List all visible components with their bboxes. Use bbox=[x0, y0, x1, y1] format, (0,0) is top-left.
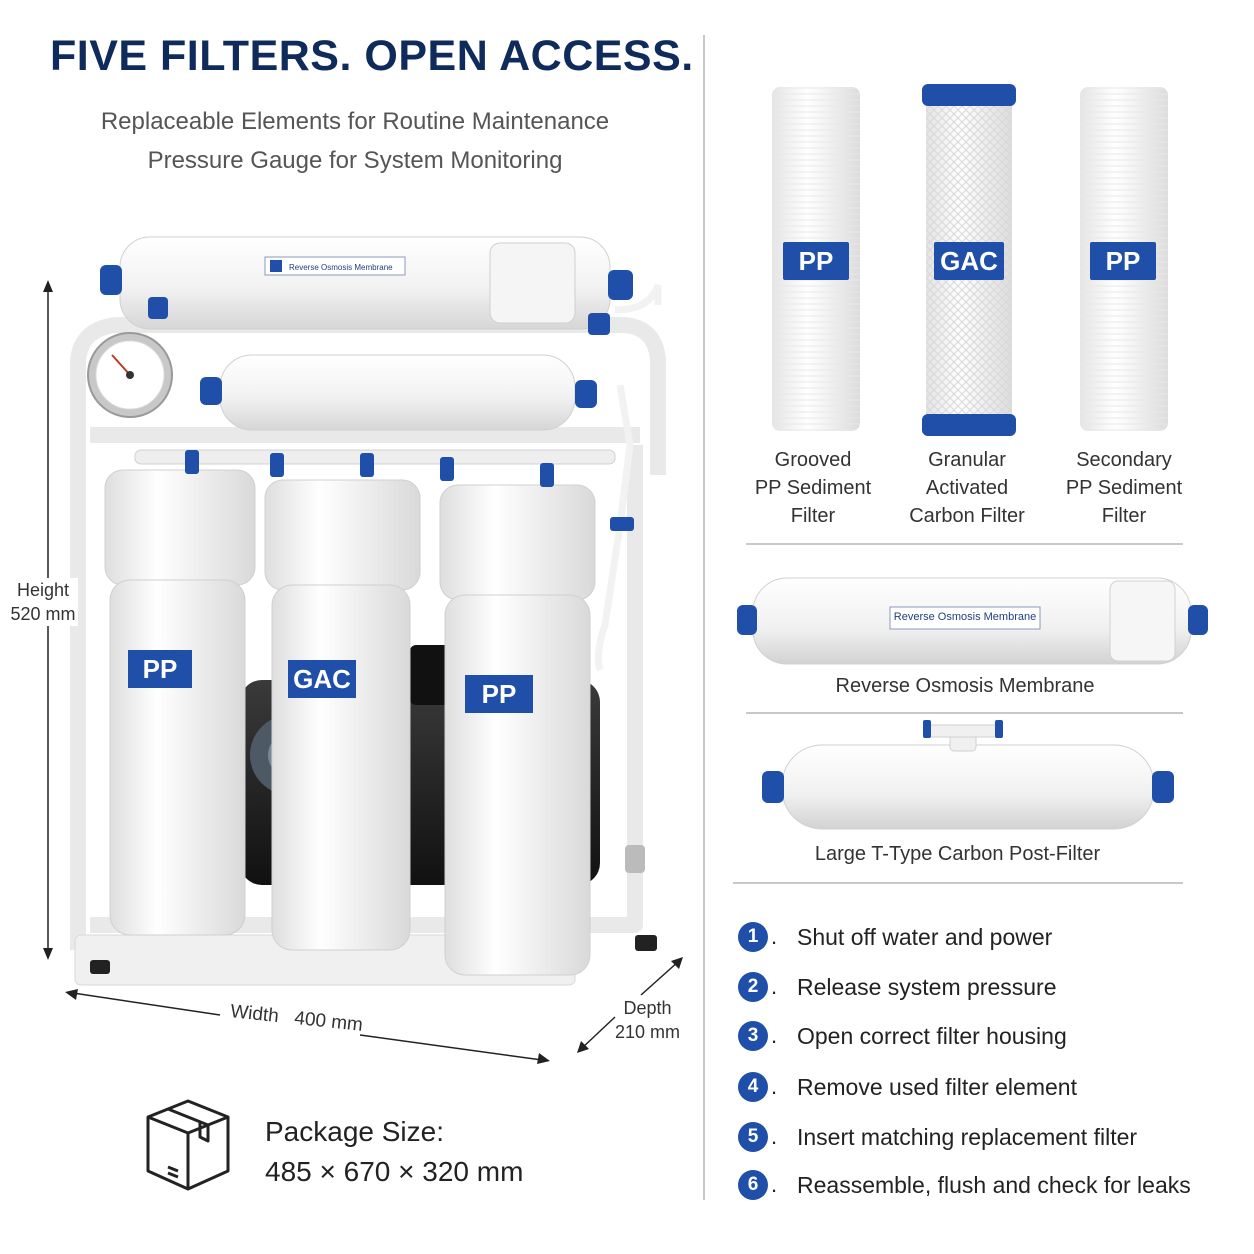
package-size-label: Package Size: bbox=[265, 1116, 444, 1147]
step-number: 6 bbox=[738, 1170, 768, 1200]
housing-2: GAC bbox=[264, 479, 421, 951]
cartridge-2-badge: GAC bbox=[934, 242, 1004, 280]
depth-dimension: Depth 210 mm bbox=[610, 996, 685, 1044]
section-divider bbox=[746, 543, 1183, 545]
height-value: 520 mm bbox=[10, 604, 76, 624]
housing-2-badge: GAC bbox=[293, 664, 351, 694]
housing-3: PP bbox=[439, 484, 596, 976]
step-text: Release system pressure bbox=[797, 973, 1057, 1000]
subtitle-gauge: Pressure Gauge for System Monitoring bbox=[147, 147, 563, 174]
cartridge-3-badge: PP bbox=[1090, 242, 1156, 280]
ro-membrane-tube-label: Reverse Osmosis Membrane bbox=[893, 611, 1037, 623]
frame-foot bbox=[635, 935, 657, 951]
housing-1: PP bbox=[104, 469, 256, 936]
step-3: 3 . Open correct filter housing bbox=[738, 1019, 1067, 1053]
step-number: 1 bbox=[738, 922, 768, 952]
height-dimension: Height 520 mm bbox=[8, 578, 78, 626]
step-text: Insert matching replacement filter bbox=[797, 1123, 1138, 1150]
step-number: 3 bbox=[738, 1021, 768, 1051]
package-size-value: 485 × 670 × 320 mm bbox=[265, 1156, 524, 1187]
width-arrow bbox=[65, 989, 550, 1064]
step-2: 2 . Release system pressure bbox=[738, 970, 1057, 1004]
width-label: Width bbox=[229, 1001, 280, 1028]
step-number: 2 bbox=[738, 972, 768, 1002]
ro-system-illustration: Reverse Osmosis Membrane PP GAC PP bbox=[70, 236, 666, 986]
subtitle-maintenance: Replaceable Elements for Routine Mainten… bbox=[100, 108, 610, 135]
manifold-fittings bbox=[134, 449, 645, 873]
step-1: 1 . Shut off water and power bbox=[738, 920, 1052, 954]
cartridge-1-badge: PP bbox=[783, 242, 849, 280]
t-type-post-filter bbox=[762, 720, 1174, 830]
step-6: 6 . Reassemble, flush and check for leak… bbox=[738, 1168, 1191, 1202]
page-title: FIVE FILTERS. OPEN ACCESS. bbox=[50, 32, 694, 80]
step-text: Shut off water and power bbox=[797, 923, 1053, 950]
post-carbon-filter bbox=[200, 354, 597, 431]
pressure-gauge bbox=[87, 332, 173, 418]
step-number: 4 bbox=[738, 1072, 768, 1102]
depth-arrow bbox=[577, 957, 683, 1053]
cartridge-3-caption: Secondary PP Sediment Filter bbox=[1065, 449, 1183, 527]
step-4: 4 . Remove used filter element bbox=[738, 1070, 1077, 1104]
cartridge-1-caption: Grooved PP Sediment Filter bbox=[754, 449, 872, 527]
cartridge-2-caption: Granular Activated Carbon Filter bbox=[909, 449, 1025, 527]
step-text: Reassemble, flush and check for leaks bbox=[797, 1171, 1191, 1198]
housing-3-badge: PP bbox=[482, 679, 517, 709]
frame-foot bbox=[90, 960, 110, 974]
upper-ro-membrane: Reverse Osmosis Membrane bbox=[100, 236, 633, 335]
upper-membrane-label: Reverse Osmosis Membrane bbox=[289, 263, 393, 272]
step-number: 5 bbox=[738, 1122, 768, 1152]
vertical-divider bbox=[703, 35, 705, 1200]
section-divider bbox=[746, 712, 1183, 714]
ro-membrane-element bbox=[737, 577, 1208, 665]
ro-membrane-caption: Reverse Osmosis Membrane bbox=[835, 675, 1095, 697]
step-text: Open correct filter housing bbox=[797, 1022, 1067, 1049]
depth-label: Depth bbox=[623, 998, 672, 1018]
post-filter-caption: Large T-Type Carbon Post-Filter bbox=[814, 843, 1101, 865]
housing-1-badge: PP bbox=[143, 654, 178, 684]
height-label: Height bbox=[16, 580, 70, 600]
step-5: 5 . Insert matching replacement filter bbox=[738, 1120, 1137, 1154]
step-text: Remove used filter element bbox=[797, 1073, 1077, 1100]
package-box-icon bbox=[146, 1099, 230, 1191]
section-divider bbox=[733, 882, 1183, 884]
depth-value: 210 mm bbox=[614, 1022, 681, 1042]
